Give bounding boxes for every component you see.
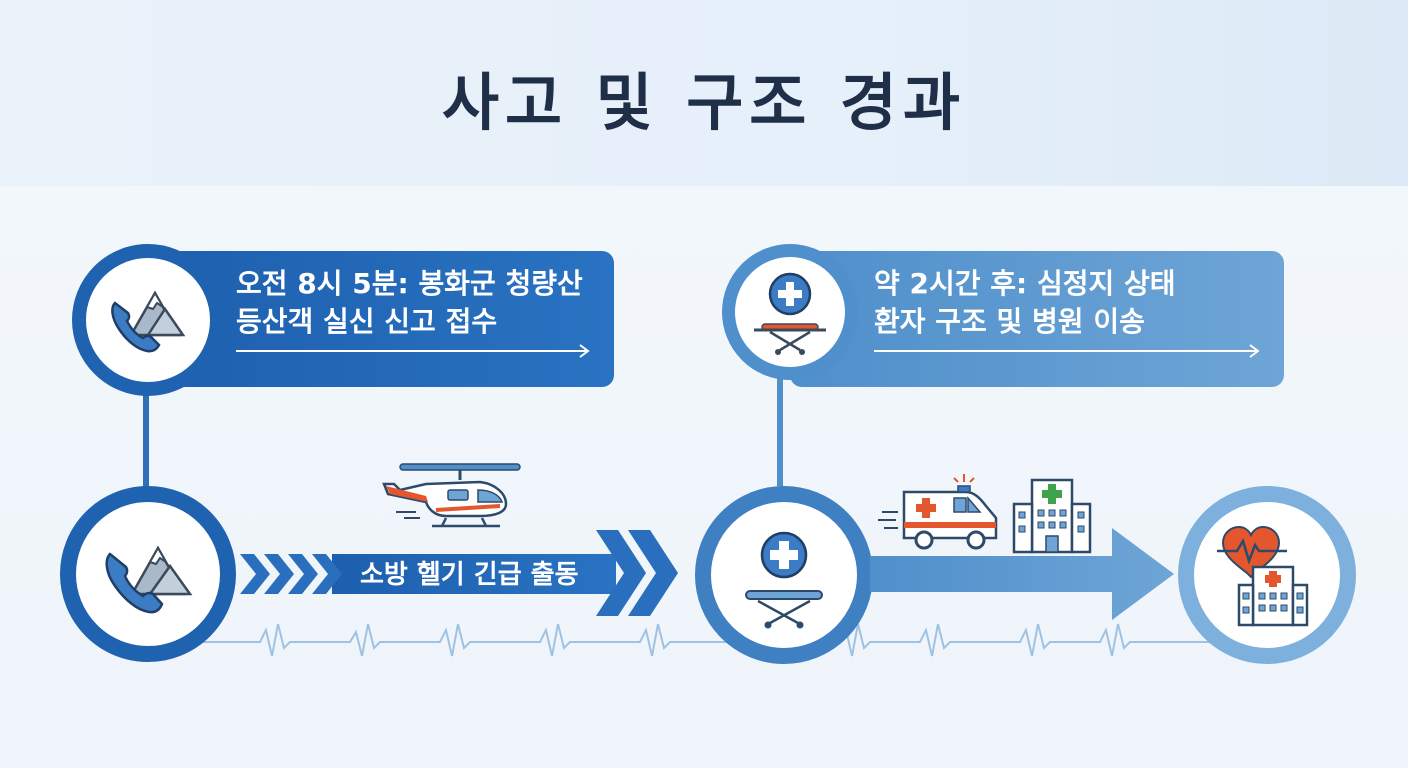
hospital-icon bbox=[1012, 478, 1092, 554]
arrow-right-icon bbox=[874, 344, 1260, 358]
stretcher-icon bbox=[754, 323, 826, 355]
arrow-right-icon bbox=[236, 344, 590, 358]
transport-arrow bbox=[870, 528, 1174, 620]
hospital-circle bbox=[1178, 486, 1356, 664]
rescue-circle bbox=[695, 486, 873, 664]
helicopter-icon bbox=[382, 463, 521, 528]
phone-icon bbox=[111, 301, 161, 353]
phone-icon bbox=[105, 552, 164, 614]
start-circle bbox=[60, 486, 236, 662]
step2-circle bbox=[722, 244, 858, 380]
dispatch-label: 소방 헬기 긴급 출동 bbox=[360, 560, 579, 590]
connector-line-2 bbox=[777, 378, 783, 486]
step1-circle bbox=[72, 244, 224, 396]
heart-pulse-icon bbox=[1221, 525, 1281, 579]
step2-line1: 약 2시간 후: 심정지 상태 bbox=[874, 267, 1176, 300]
hospital-icon bbox=[1237, 565, 1309, 627]
step2-line2: 환자 구조 및 병원 이송 bbox=[874, 305, 1145, 338]
heartbeat-line bbox=[200, 623, 1220, 657]
mountain-icon bbox=[129, 545, 193, 596]
connector-line-1 bbox=[143, 394, 149, 488]
step2-banner: 약 2시간 후: 심정지 상태 환자 구조 및 병원 이송 bbox=[790, 251, 1284, 387]
stretcher-icon bbox=[745, 590, 823, 629]
step1-banner: 오전 8시 5분: 봉화군 청량산 등산객 실신 신고 접수 bbox=[150, 251, 614, 387]
page-title: 사고 및 구조 경과 bbox=[441, 66, 967, 139]
medical-cross-icon bbox=[768, 272, 812, 316]
ambulance-icon bbox=[878, 474, 998, 550]
header: 사고 및 구조 경과 bbox=[0, 0, 1408, 186]
step1-line2: 등산객 실신 신고 접수 bbox=[236, 305, 498, 338]
step2-text: 약 2시간 후: 심정지 상태 환자 구조 및 병원 이송 bbox=[874, 265, 1176, 341]
step1-text: 오전 8시 5분: 봉화군 청량산 등산객 실신 신고 접수 bbox=[236, 265, 583, 341]
mountain-icon bbox=[128, 290, 186, 337]
dispatch-arrow bbox=[240, 530, 678, 616]
medical-cross-icon bbox=[760, 531, 808, 579]
step1-line1: 오전 8시 5분: 봉화군 청량산 bbox=[236, 267, 583, 300]
